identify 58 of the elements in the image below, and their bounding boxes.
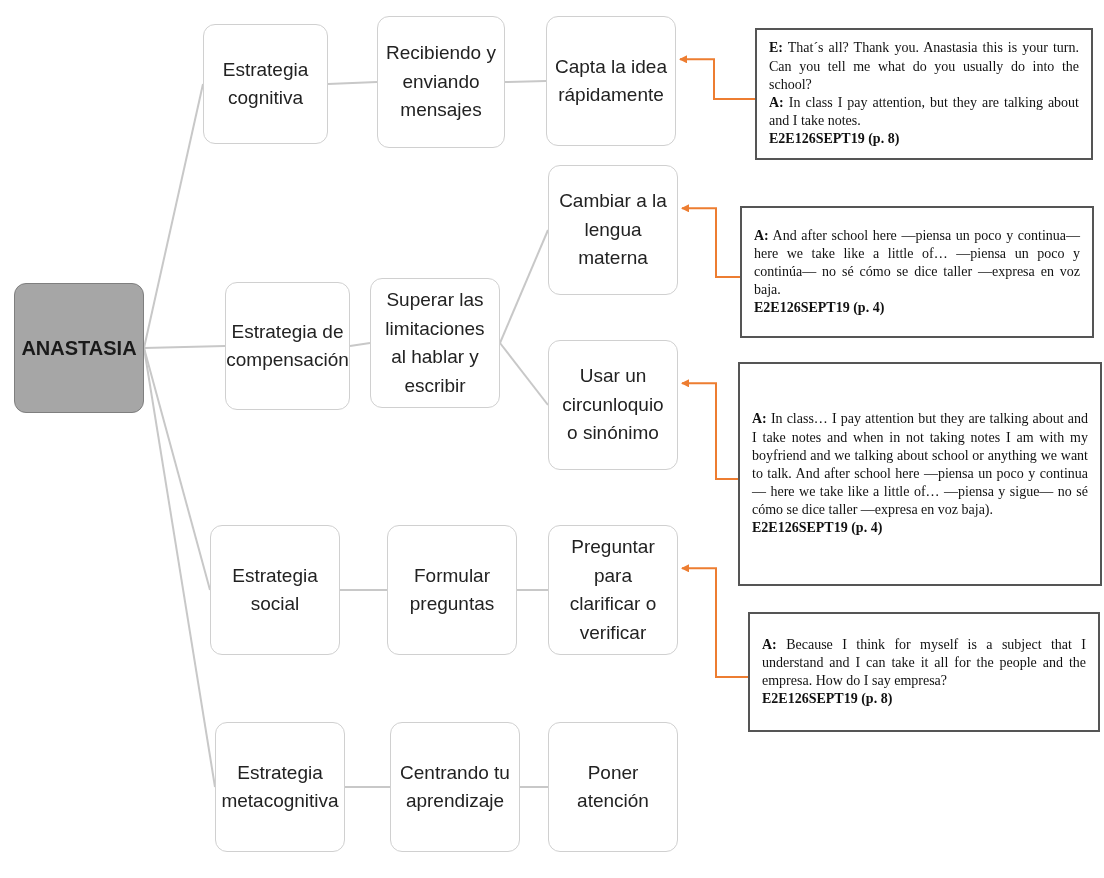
connector-line [499, 342, 549, 406]
node-label: Formular preguntas [408, 563, 496, 616]
quote-box [740, 206, 1094, 338]
arrow [681, 204, 741, 278]
connector-line [143, 347, 216, 788]
concept-box [370, 278, 500, 408]
quote-box [738, 362, 1102, 586]
node-label: Cambiar a la lengua materna [558, 189, 668, 271]
quote-text: A: And after school here —piensa un poco y continua— here we take like a little of… —piensa un poco y continúa— no sé cómo se dice taller —expresa en voz baja. [754, 226, 1080, 300]
concept-box [546, 16, 676, 146]
connector-line [504, 80, 547, 83]
concept-box [548, 340, 678, 470]
node-label: Poner atención [576, 760, 650, 813]
arrow [681, 379, 739, 480]
concept-box [390, 722, 520, 852]
root-box [14, 283, 144, 413]
citation: E2E126SEPT19 (p. 4) [754, 299, 886, 318]
connector-line [499, 229, 549, 344]
quote-text: A: In class… I pay attention but they are talking about and I take notes and when in not taking notes I am with my boyfriend and we talking about school or anything we want to talk. And after school here —piensa un poco y continua— here we take like a little of… —piensa y sigue— no sé cómo se dice taller —expresa en voz baja). [752, 410, 1088, 520]
arrow [679, 55, 756, 100]
quote-box [755, 28, 1093, 160]
connector-line [339, 589, 388, 591]
concept-box [548, 722, 678, 852]
concept-box [387, 525, 517, 655]
node-label: Preguntar para clarificar o verificar [568, 535, 658, 645]
connector-line [143, 83, 204, 349]
node-label: Usar un circunloquio o sinónimo [561, 364, 665, 446]
quote-text: A: Because I think for myself is a subject that I understand and I can take it all for the people and the empresa. How do I say empresa? [762, 635, 1086, 690]
node-label: Estrategia de compensación [226, 319, 349, 372]
node-label: Estrategia social [231, 563, 319, 616]
connector-line [143, 347, 211, 591]
quote-text: E: That´s all? Thank you. Anastasia this is your turn. Can you tell me what do you usually do into the school? [769, 39, 1079, 94]
node-label: Estrategia metacognitiva [221, 760, 339, 813]
citation: E2E126SEPT19 (p. 4) [752, 519, 884, 538]
quote-text: A: In class I pay attention, but they are talking about and I take notes. [769, 94, 1079, 131]
connector-line [344, 786, 391, 788]
node-label: Estrategia cognitiva [221, 57, 310, 110]
connector-line [327, 81, 378, 85]
connector-line [519, 786, 549, 788]
citation: E2E126SEPT19 (p. 8) [762, 690, 894, 709]
node-label: Centrando tu aprendizaje [399, 760, 511, 813]
concept-box [548, 525, 678, 655]
node-label: Capta la idea rápidamente [555, 54, 667, 107]
concept-box [210, 525, 340, 655]
node-label: Superar las limitaciones al hablar y escribir [384, 288, 486, 398]
connector-line [516, 589, 549, 591]
connector-line [143, 345, 226, 349]
concept-box [225, 282, 350, 410]
arrow [681, 564, 749, 678]
connector-line [349, 342, 371, 347]
concept-box [377, 16, 505, 148]
node-label: Recibiendo y enviando mensajes [386, 41, 496, 123]
quote-box [748, 612, 1100, 732]
citation: E2E126SEPT19 (p. 8) [769, 130, 901, 149]
node-label: ANASTASIA [21, 336, 137, 361]
concept-box [548, 165, 678, 295]
concept-box [203, 24, 328, 144]
concept-box [215, 722, 345, 852]
